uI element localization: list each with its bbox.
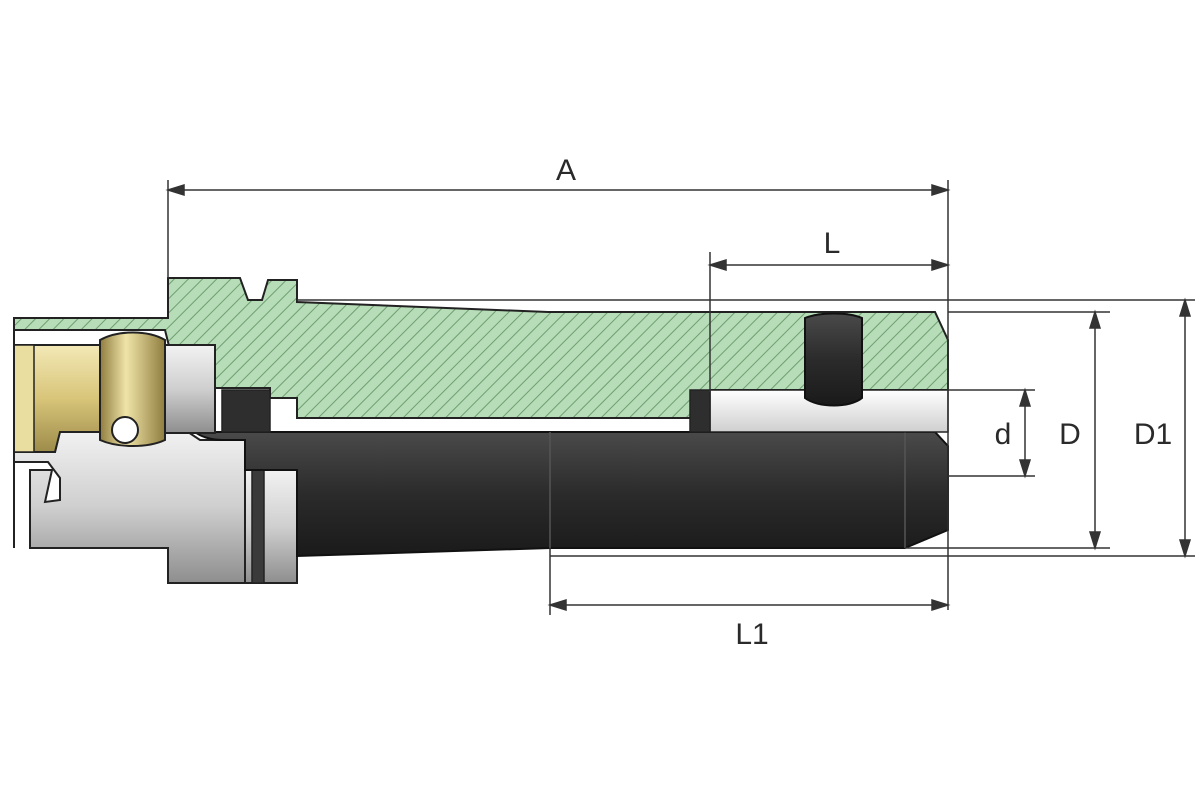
label-L: L (824, 227, 841, 260)
clamping-screw-hole (804, 312, 863, 407)
dimension-A (165, 180, 951, 610)
label-D: D (1059, 418, 1081, 451)
dimension-d (1018, 387, 1032, 479)
dimension-D (1088, 309, 1102, 551)
dimension-L1 (547, 548, 951, 615)
label-A: A (556, 154, 576, 187)
shank-lower-body (13, 429, 298, 584)
dimension-L (707, 252, 951, 392)
label-d: d (995, 418, 1012, 451)
tool-sleeve-dark (192, 431, 949, 558)
brass-coupling (13, 331, 216, 453)
coupling-hole-icon (111, 416, 139, 444)
extension-lines-right (297, 299, 1195, 557)
dimension-D1 (1178, 297, 1192, 559)
label-D1: D1 (1134, 418, 1172, 451)
label-L1: L1 (735, 618, 768, 651)
